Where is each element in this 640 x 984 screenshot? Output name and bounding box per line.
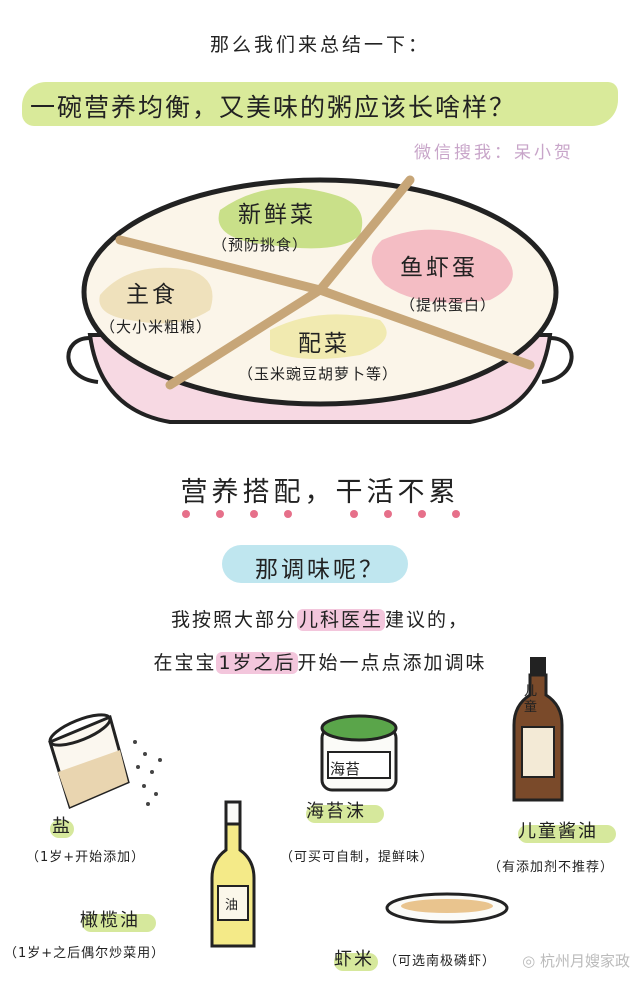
olive-oil-bottle-icon [210, 800, 256, 948]
advice-highlight: 1岁之后 [216, 652, 298, 674]
label-highlight [82, 914, 156, 932]
soy-sauce-name: 儿童酱油 [518, 821, 598, 842]
section-sides-note: （玉米豌豆胡萝卜等） [238, 365, 399, 383]
label-highlight [306, 805, 384, 823]
dried-shrimp-name: 虾米 [334, 949, 374, 970]
advice-highlight: 儿科医生 [296, 609, 385, 631]
question-highlight [222, 545, 408, 583]
bowl-right-handle [541, 336, 574, 384]
seasoning-question: 那调味呢？ [255, 557, 385, 583]
olive-oil-name: 橄榄油 [80, 910, 140, 931]
advice-text: 在宝宝 [153, 652, 217, 674]
soy-sauce-label: 儿童 [524, 684, 538, 715]
section-protein-title: 鱼虾蛋 [400, 255, 478, 281]
section-vegetables-title: 新鲜菜 [238, 202, 316, 228]
divider-line [115, 235, 325, 295]
emphasis-dot [350, 510, 358, 518]
section-staple-title: 主食 [126, 282, 178, 308]
emphasis-dot [418, 510, 426, 518]
advice-line-1: 我按照大部分儿科医生建议的， [0, 605, 640, 632]
wechat-icon: ◎ [522, 952, 536, 970]
label-highlight [50, 820, 74, 838]
porridge-bowl-illustration [66, 175, 574, 424]
emphasis-dot [384, 510, 392, 518]
watermark-text: 杭州月嫂家政 [539, 952, 630, 970]
wechat-search-text: 微信搜我：呆小贺 [414, 143, 574, 163]
olive-oil-note: （1岁+之后偶尔炒菜用） [4, 946, 166, 961]
divider-line [315, 175, 415, 295]
headline-highlight [22, 82, 618, 126]
advice-text: 我按照大部分 [170, 609, 297, 631]
soy-sauce-note: （有添加剂不推荐） [488, 860, 615, 875]
salt-cup-icon [48, 713, 162, 810]
seaweed-note: （可买可自制，提鲜味） [280, 850, 435, 865]
salt-note: （1岁+开始添加） [26, 850, 146, 865]
section-vegetables-note: （预防挑食） [212, 236, 309, 254]
dried-shrimp-note: （可选南极磷虾） [384, 954, 497, 969]
dried-shrimp-dish-icon [385, 892, 509, 924]
section-protein-blob [371, 229, 513, 303]
label-highlight [334, 953, 378, 971]
seaweed-label: 海苔沫 [306, 801, 366, 822]
seaweed-jar-label: 海苔 [330, 760, 361, 778]
watermark: ◎ 杭州月嫂家政 [522, 950, 630, 971]
slogan: 营养搭配，干活不累 [180, 477, 460, 508]
section-vegetables-blob [218, 187, 363, 249]
advice-text: 开始一点点添加调味 [297, 652, 487, 674]
olive-oil-label: 油 [225, 898, 239, 913]
divider-line [315, 285, 535, 370]
divider-line [165, 285, 325, 390]
bowl-left-handle [66, 336, 99, 384]
section-staple-blob [99, 267, 213, 324]
seaweed-jar-icon [320, 714, 398, 792]
section-staple-note: （大小米粗粮） [100, 318, 213, 336]
soy-sauce-bottle-icon [512, 657, 564, 802]
emphasis-dot [284, 510, 292, 518]
emphasis-dot [216, 510, 224, 518]
intro-text: 那么我们来总结一下： [209, 34, 430, 56]
emphasis-dot [452, 510, 460, 518]
headline: 一碗营养均衡，又美味的粥应该长啥样？ [30, 93, 517, 122]
section-sides-blob [270, 314, 387, 359]
section-sides-title: 配菜 [298, 331, 350, 357]
advice-text: 建议的， [385, 609, 470, 631]
label-highlight [518, 825, 616, 843]
emphasis-dot [182, 510, 190, 518]
section-protein-note: （提供蛋白） [400, 296, 497, 314]
salt-label: 盐 [52, 816, 72, 837]
emphasis-dot [250, 510, 258, 518]
